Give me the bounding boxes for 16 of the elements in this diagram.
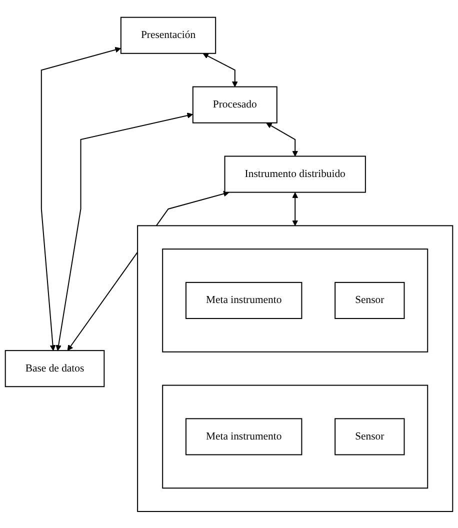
node-box: Sensor — [334, 418, 405, 455]
node-box: Meta instrumento — [185, 418, 302, 455]
node-box: Presentación — [120, 16, 216, 54]
cluster — [137, 224, 454, 512]
node-box: Base de datos — [4, 350, 105, 387]
arrow — [202, 52, 238, 87]
cluster — [162, 248, 428, 352]
arrow — [292, 192, 298, 226]
cluster — [162, 384, 428, 488]
arrow — [266, 122, 298, 156]
node-box: Meta instrumento — [185, 282, 302, 319]
node-box: Procesado — [192, 86, 278, 123]
node-box: Sensor — [334, 282, 405, 319]
node-box: Instrumento distribuido — [224, 155, 366, 192]
arrow — [56, 112, 193, 350]
arrow — [40, 46, 121, 350]
